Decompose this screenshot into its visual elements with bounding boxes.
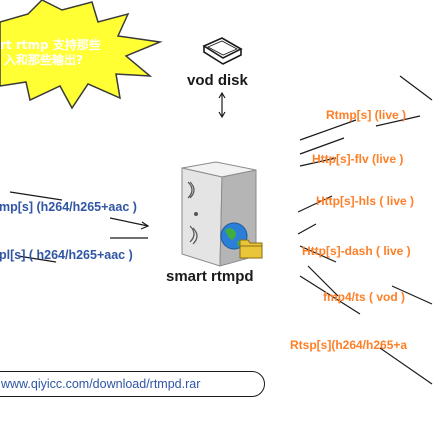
disk-link-arrow xyxy=(218,91,226,119)
question-line-1: rt rtmp 支持那些 xyxy=(0,38,101,52)
server-label: smart rtmpd xyxy=(166,268,254,285)
output-http-flv: Http[s]-flv (live ) xyxy=(312,152,404,166)
question-text: rt rtmp 支持那些 入和那些输出? xyxy=(0,38,112,68)
input-rtmpl: pl[s] ( h264/h265+aac ) xyxy=(0,248,133,262)
input-rtmp: mp[s] (h264/h265+aac ) xyxy=(0,200,137,214)
input-connectors xyxy=(9,191,150,263)
question-burst xyxy=(0,0,163,110)
output-fmp4-ts: fmp4/ts ( vod ) xyxy=(323,290,406,304)
output-http-dash: Http[s]-dash ( live ) xyxy=(302,244,411,258)
folder-icon xyxy=(239,239,263,259)
disk-icon xyxy=(202,37,243,65)
output-connectors xyxy=(297,75,433,385)
output-rtmp: Rtmp[s] (live ) xyxy=(326,108,407,122)
disk-label: vod disk xyxy=(187,72,248,89)
output-http-hls: Http[s]-hls ( live ) xyxy=(316,194,414,208)
output-rtsp: Rtsp[s](h264/h265+a xyxy=(290,338,408,352)
download-link[interactable]: www.qiyicc.com/download/rtmpd.rar xyxy=(0,371,265,397)
question-line-2: 入和那些输出? xyxy=(4,53,83,67)
